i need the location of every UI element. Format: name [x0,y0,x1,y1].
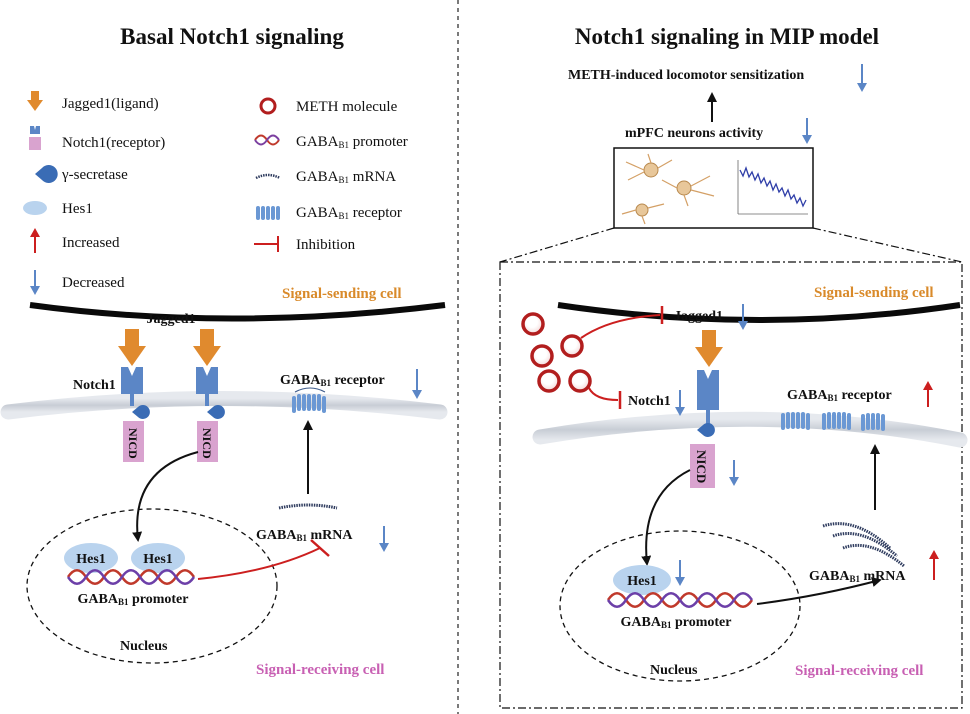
right-gaba-receptors [781,412,885,431]
left-jagged1-ligand-1 [118,329,146,366]
mpfc-activity-box [613,147,814,229]
left-signal-sending-label: Signal-sending cell [282,286,402,302]
left-jagged1-ligand-2 [193,329,221,366]
left-inhibition-bar [310,539,330,557]
left-nucleus [26,508,278,664]
left-notch1-receptor-1 [121,367,150,462]
right-sending-cell-membrane [557,302,961,323]
right-nucleus [559,530,801,682]
right-hes1 [613,565,671,595]
meth-molecules [521,312,592,393]
gaba-receptor-legend-icon [256,206,280,220]
left-nicd-label-2: NICD [200,428,214,459]
right-nicd-to-nucleus-arrow [641,469,691,566]
left-hes1-1 [64,543,118,573]
meth-molecule-legend-icon [259,97,277,115]
mrna-legend-icon [255,173,281,180]
notch1-legend-icon [29,126,41,150]
left-gaba-mrna-strand [278,503,338,510]
legend-notch1: Notch1(receptor) [62,135,165,151]
meth-inhibits-jagged1 [580,314,661,339]
right-notch1-label: Notch1 [628,394,671,409]
legend-hes1: Hes1 [62,201,93,217]
left-gamma-secretase-1 [132,405,150,420]
right-notch1-decreased-arrow [675,390,685,416]
left-gaba-receptor-label: GABAB1 receptor [280,373,385,388]
left-dna-promoter [66,569,196,585]
right-signal-sending-label: Signal-sending cell [814,285,934,301]
left-notch1-receptor-2 [196,367,225,462]
left-jagged1-label: Jagged1 [147,312,196,327]
legend-inhibition: Inhibition [296,237,356,253]
legend-decreased: Decreased [62,275,125,291]
legend-meth: METH molecule [296,99,398,115]
right-gaba-mrna-strands [822,522,905,568]
right-nucleus-label: Nucleus [650,663,698,678]
mpfc-decreased-arrow [802,118,812,144]
right-gaba-receptor-label: GABAB1 receptor [787,388,892,403]
legend-gaba-mrna: GABAB1 mRNA [296,169,396,185]
jagged1-legend-icon [27,91,43,111]
zoom-line-right [812,227,963,263]
gamma-secretase-legend-icon [35,164,58,183]
right-jagged1-label: Jagged1 [674,309,723,324]
right-gaba-promoter-label: GABAB1 promoter [621,615,732,630]
left-notch1-label: Notch1 [73,378,116,393]
legend-increased: Increased [62,235,120,251]
left-receiving-cell-membrane [0,391,448,420]
left-nicd-label-1: NICD [126,428,140,459]
left-decreased-arrow-mrna [379,526,389,552]
sensitization-label: METH-induced locomotor sensitization [568,68,804,83]
right-jagged1-ligand [695,330,723,367]
right-increased-arrow-mrna [929,550,939,580]
dna-promoter-legend-icon [254,134,280,146]
left-sending-cell-membrane [29,302,446,322]
meth-inhibits-notch1 [588,387,619,401]
right-hes1-decreased-arrow [675,560,685,586]
mip-detail-box [499,261,963,709]
left-hes1-2 [131,543,185,573]
zoom-line-left [499,227,615,263]
left-hes1-label-1: Hes1 [76,552,106,567]
left-gaba-promoter-label: GABAB1 promoter [78,592,189,607]
right-signal-receiving-label: Signal-receiving cell [795,663,923,679]
right-jagged1-decreased-arrow [738,304,748,330]
right-dna-promoter [606,592,754,608]
right-gaba-mrna-label: GABAB1 mRNA [809,569,906,584]
left-title: Basal Notch1 signaling [120,24,344,49]
inhibition-legend-icon [254,236,279,252]
left-gaba-receptor [292,387,326,413]
right-increased-arrow-receptor [923,381,933,407]
activity-trace [737,160,808,215]
right-nicd-label: NICD [694,450,709,483]
left-signal-receiving-label: Signal-receiving cell [256,662,384,678]
legend: Jagged1(ligand) Notch1(receptor) γ-secre… [23,91,408,295]
legend-jagged1: Jagged1(ligand) [62,96,159,112]
left-gaba-mrna-label: GABAB1 mRNA [256,528,353,543]
right-hes1-label: Hes1 [627,574,657,589]
left-hes1-label-2: Hes1 [143,552,173,567]
decreased-arrow-icon [30,270,40,295]
right-promoter-to-mrna-arrow [756,577,882,605]
right-title: Notch1 signaling in MIP model [575,24,879,49]
sensitization-decreased-arrow [857,64,867,92]
hes1-legend-icon [23,201,47,215]
left-inhibition-line [197,547,321,580]
left-gamma-secretase-2 [207,405,225,420]
left-nucleus-label: Nucleus [120,639,168,654]
left-nicd-to-nucleus-arrow [132,451,199,542]
left-decreased-arrow-receptor [412,369,422,399]
legend-gaba-receptor: GABAB1 receptor [296,205,402,221]
right-nicd-decreased-arrow [729,460,739,486]
legend-gamma: γ-secretase [61,167,128,183]
right-notch1-receptor [690,370,719,488]
legend-gaba-promoter: GABAB1 promoter [296,134,408,150]
right-gamma-secretase [697,423,715,437]
increased-arrow-icon [30,228,40,253]
right-receiving-cell-membrane [532,411,968,448]
mpfc-label: mPFC neurons activity [625,126,763,141]
neuron-illustration [621,153,715,225]
